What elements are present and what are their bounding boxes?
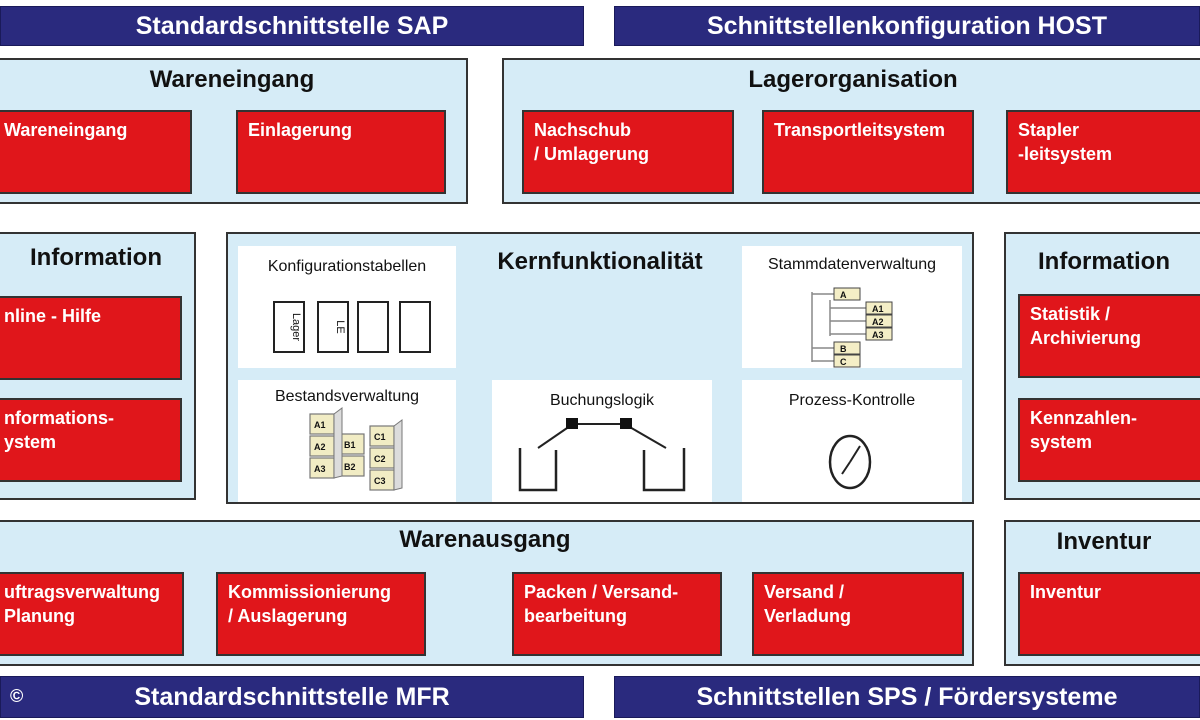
online-hilfe-box: nline - Hilfe bbox=[0, 296, 182, 380]
bin-a2: A2 bbox=[314, 442, 326, 452]
einlagerung-box: Einlagerung bbox=[236, 110, 446, 194]
tree-node-a: A bbox=[840, 290, 847, 300]
bin-a1: A1 bbox=[314, 420, 326, 430]
information-right-panel: Information Statistik / Archivierung Ken… bbox=[1004, 232, 1200, 500]
tree-node-a2: A2 bbox=[872, 317, 884, 327]
kommissionierung-box: Kommissionierung / Auslagerung bbox=[216, 572, 426, 656]
versand-verladung-box: Versand / Verladung bbox=[752, 572, 964, 656]
information-left-title: Information bbox=[30, 244, 162, 271]
bestandsverwaltung-title: Bestandsverwaltung bbox=[274, 388, 420, 405]
copyright-mark: © bbox=[10, 686, 24, 706]
buchungslogik-box: Buchungslogik bbox=[492, 380, 712, 502]
bin-c3: C3 bbox=[374, 476, 386, 486]
wareneingang-panel: Wareneingang Wareneingang Einlagerung bbox=[0, 58, 468, 204]
lagerorganisation-title: Lagerorganisation bbox=[748, 66, 958, 93]
bin-b2: B2 bbox=[344, 462, 356, 472]
wareneingang-box: Wareneingang bbox=[0, 110, 192, 194]
warenausgang-panel: Warenausgang uftragsverwaltung Planung K… bbox=[0, 520, 974, 666]
kernfunktionalitaet-panel: Kernfunktionalität Konfigurationstabelle… bbox=[226, 232, 974, 504]
stock-bins-icon: A1 A2 A3 B1 B2 C1 C2 C3 bbox=[309, 407, 403, 491]
sheet-label-le: LE bbox=[334, 320, 346, 333]
prozess-kontrolle-title: Prozess-Kontrolle bbox=[788, 392, 916, 409]
bestandsverwaltung-box: Bestandsverwaltung A1 A2 A3 B1 B2 C1 bbox=[238, 380, 456, 502]
statistik-archivierung-box: Statistik / Archivierung bbox=[1018, 294, 1200, 378]
konfigurationstabellen-box: Konfigurationstabellen Lager LE bbox=[238, 246, 456, 368]
kernfunktionalitaet-title: Kernfunktionalität bbox=[497, 248, 703, 275]
stammdatenverwaltung-title: Stammdatenverwaltung bbox=[767, 256, 937, 273]
prozess-kontrolle-box: Prozess-Kontrolle bbox=[742, 380, 962, 502]
master-data-tree-icon: A A1 A2 A3 B C bbox=[811, 287, 893, 368]
kennzahlensystem-box: Kennzahlen- system bbox=[1018, 398, 1200, 482]
konfigurationstabellen-title: Konfigurationstabellen bbox=[267, 258, 427, 275]
information-right-title: Information bbox=[1038, 248, 1170, 275]
staplerleitsystem-box: Stapler -leitsystem bbox=[1006, 110, 1200, 194]
bin-c2: C2 bbox=[374, 454, 386, 464]
packen-versand-box: Packen / Versand- bearbeitung bbox=[512, 572, 722, 656]
sheet-label-lager: Lager bbox=[290, 313, 302, 341]
bin-b1: B1 bbox=[344, 440, 356, 450]
lagerorganisation-panel: Lagerorganisation Nachschub / Umlagerung… bbox=[502, 58, 1200, 204]
inventur-title: Inventur bbox=[1056, 528, 1152, 555]
informationssystem-box: nformations- ystem bbox=[0, 398, 182, 482]
sap-interface-bar: Standardschnittstelle SAP bbox=[0, 6, 584, 46]
auftragsverwaltung-box: uftragsverwaltung Planung bbox=[0, 572, 184, 656]
information-left-panel: Information nline - Hilfe nformations- y… bbox=[0, 232, 196, 500]
mfr-interface-bar: Standardschnittstelle MFR bbox=[0, 676, 584, 718]
bin-c1: C1 bbox=[374, 432, 386, 442]
transportleitsystem-box: Transportleitsystem bbox=[762, 110, 974, 194]
wareneingang-title: Wareneingang bbox=[149, 66, 315, 93]
config-sheets-icon: Lager LE bbox=[273, 301, 431, 353]
booking-logic-icon bbox=[518, 418, 686, 492]
sps-interface-bar: Schnittstellen SPS / Fördersysteme bbox=[614, 676, 1200, 718]
nachschub-box: Nachschub / Umlagerung bbox=[522, 110, 734, 194]
inventur-box: Inventur bbox=[1018, 572, 1200, 656]
host-interface-bar: Schnittstellenkonfiguration HOST bbox=[614, 6, 1200, 46]
inventur-panel: Inventur Inventur bbox=[1004, 520, 1200, 666]
tree-node-b: B bbox=[840, 344, 847, 354]
clock-icon bbox=[828, 434, 872, 490]
buchungslogik-title: Buchungslogik bbox=[549, 392, 655, 409]
warenausgang-title: Warenausgang bbox=[399, 526, 571, 553]
stammdatenverwaltung-box: Stammdatenverwaltung A A1 A2 A3 B C bbox=[742, 246, 962, 368]
tree-node-a1: A1 bbox=[872, 304, 884, 314]
bin-a3: A3 bbox=[314, 464, 326, 474]
tree-node-a3: A3 bbox=[872, 330, 884, 340]
tree-node-c: C bbox=[840, 357, 847, 367]
